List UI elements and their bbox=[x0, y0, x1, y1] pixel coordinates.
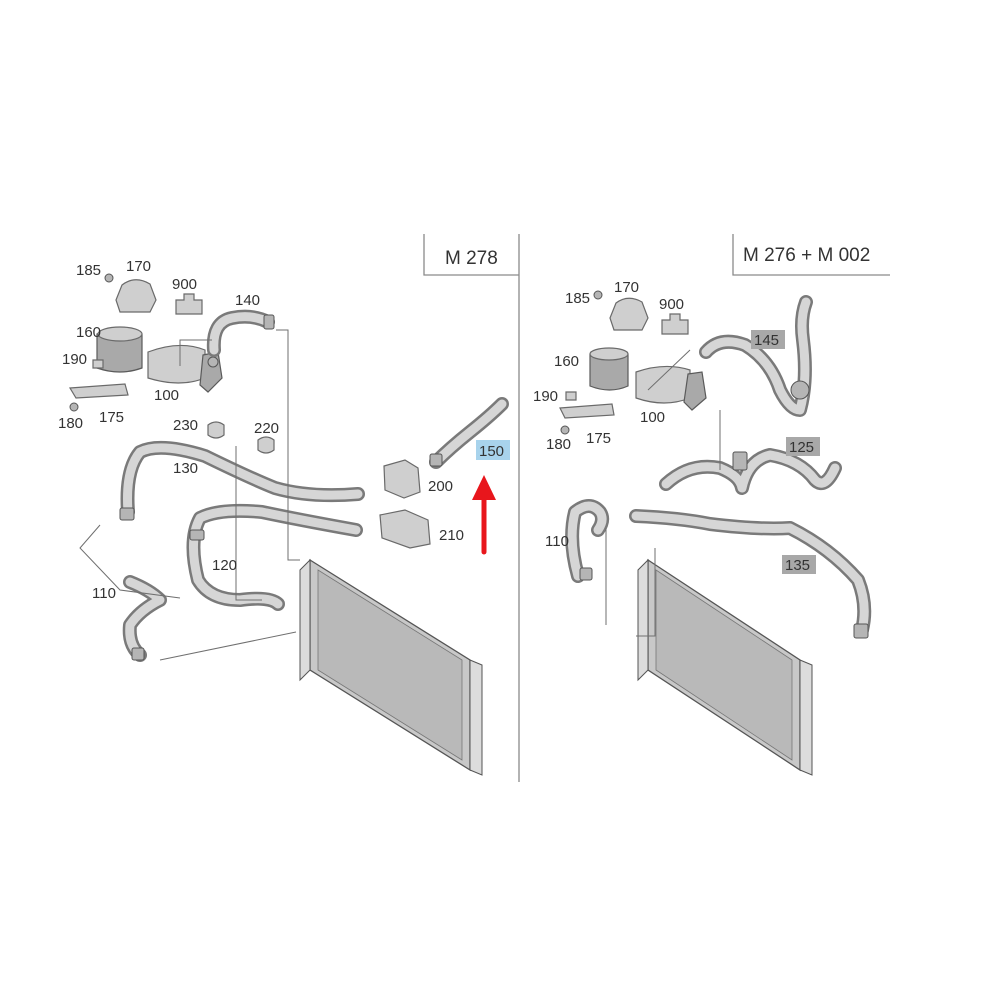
label-170: 170 bbox=[126, 258, 151, 275]
leader-lines-right bbox=[605, 349, 721, 637]
label-175-r: 175 bbox=[586, 430, 611, 447]
label-230: 230 bbox=[173, 417, 198, 434]
label-190: 190 bbox=[62, 351, 87, 368]
label-100: 100 bbox=[154, 387, 179, 404]
bolt-180 bbox=[69, 402, 79, 412]
label-135-box bbox=[782, 555, 816, 574]
sleeve-160-end bbox=[97, 326, 143, 342]
hose-125 bbox=[659, 448, 842, 495]
label-180-r: 180 bbox=[546, 436, 571, 453]
connector-900-r bbox=[661, 313, 689, 335]
label-900: 900 bbox=[172, 276, 197, 293]
label-180: 180 bbox=[58, 415, 83, 432]
pump-100-r bbox=[635, 365, 691, 404]
label-185: 185 bbox=[76, 262, 101, 279]
hose-135 bbox=[629, 509, 872, 639]
label-160-r: 160 bbox=[554, 353, 579, 370]
label-130: 130 bbox=[173, 460, 198, 477]
screw-185 bbox=[104, 273, 114, 283]
bracket-190-r bbox=[565, 391, 577, 401]
screw-185-r bbox=[593, 290, 603, 300]
connector-900 bbox=[175, 293, 203, 315]
leader-lines-left bbox=[79, 329, 300, 661]
pump-100-r-head bbox=[683, 371, 707, 411]
right-header-box bbox=[732, 234, 890, 276]
hose-110-r bbox=[565, 499, 610, 583]
panel-frames: M 278 M 276 + M 002 bbox=[423, 234, 890, 782]
label-145-box bbox=[751, 330, 785, 349]
right-panel-header: M 276 + M 002 bbox=[743, 245, 870, 266]
hose-150 bbox=[429, 397, 509, 469]
radiator-left bbox=[299, 558, 483, 776]
left-panel: 185 170 900 140 160 190 100 175 180 230 … bbox=[58, 258, 510, 776]
radiator-right bbox=[637, 558, 813, 776]
label-190-r: 190 bbox=[533, 388, 558, 405]
bracket-170 bbox=[115, 279, 157, 313]
bracket-190 bbox=[92, 359, 104, 369]
housing-210 bbox=[379, 509, 431, 549]
label-150: 150 bbox=[479, 443, 504, 460]
hose-110 bbox=[122, 575, 167, 662]
label-110: 110 bbox=[92, 585, 116, 602]
clamp-230 bbox=[207, 421, 225, 439]
label-185-r: 185 bbox=[565, 290, 590, 307]
label-125-box bbox=[786, 437, 820, 456]
label-100-r: 100 bbox=[640, 409, 665, 426]
label-145: 145 bbox=[754, 332, 779, 349]
label-125: 125 bbox=[789, 439, 814, 456]
clamp-220 bbox=[257, 436, 275, 454]
pump-100 bbox=[147, 344, 206, 384]
label-110-r: 110 bbox=[545, 533, 569, 550]
left-header-box bbox=[423, 234, 519, 276]
bracket-170-r bbox=[609, 297, 649, 331]
label-160: 160 bbox=[76, 324, 101, 341]
housing-200 bbox=[383, 459, 421, 499]
label-140: 140 bbox=[235, 292, 260, 309]
label-900-r: 900 bbox=[659, 296, 684, 313]
red-up-arrow-icon bbox=[472, 475, 496, 555]
label-220: 220 bbox=[254, 420, 279, 437]
label-135: 135 bbox=[785, 557, 810, 574]
hose-140 bbox=[206, 309, 275, 357]
label-120: 120 bbox=[212, 557, 237, 574]
label-175: 175 bbox=[99, 409, 124, 426]
bracket-175-r bbox=[559, 403, 615, 419]
sleeve-160-r-end bbox=[589, 347, 629, 361]
right-panel: 185 170 900 145 160 190 100 175 180 125 … bbox=[533, 279, 872, 776]
hose-130 bbox=[119, 440, 365, 521]
label-210: 210 bbox=[439, 527, 464, 544]
label-170-r: 170 bbox=[614, 279, 639, 296]
label-200: 200 bbox=[428, 478, 453, 495]
label-150-highlight bbox=[476, 440, 510, 460]
pump-100-port bbox=[207, 356, 219, 368]
hose-145 bbox=[699, 295, 813, 417]
bolt-180-r bbox=[560, 425, 570, 435]
left-panel-header: M 278 bbox=[445, 248, 498, 269]
bracket-175 bbox=[68, 383, 129, 399]
